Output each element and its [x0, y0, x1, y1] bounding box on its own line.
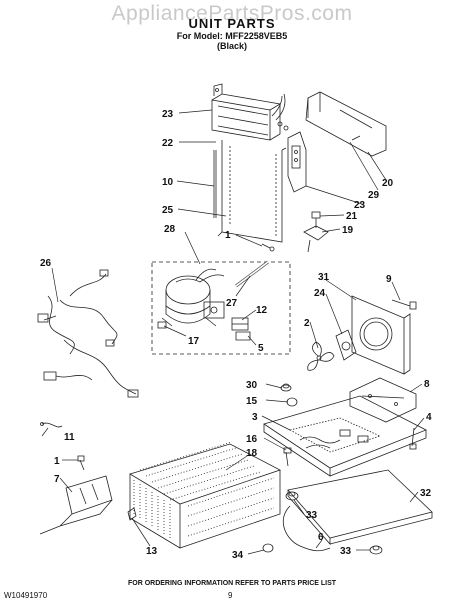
- watermark: AppliancePartsPros.com: [111, 2, 353, 25]
- model-label: For Model: MFF2258VEB5: [176, 31, 288, 41]
- callout-labels: 23 22 10 25 28 1 26 27 12 17 5 31 24 2 9…: [40, 109, 432, 561]
- callout-23-b: 23: [354, 200, 366, 211]
- wire-11: [40, 422, 63, 428]
- diagram-title: UNIT PARTS: [188, 16, 276, 31]
- callout-5: 5: [258, 343, 264, 354]
- callout-25: 25: [162, 205, 174, 216]
- callout-17: 17: [188, 336, 200, 347]
- bracket-8: [349, 377, 417, 423]
- callout-7: 7: [54, 474, 60, 485]
- callout-22: 22: [162, 138, 174, 149]
- condenser-coil: [129, 441, 282, 549]
- callout-13: 13: [146, 546, 158, 557]
- clip-13: [127, 507, 137, 521]
- overload-5: [235, 331, 251, 341]
- grommet-15: [286, 397, 298, 407]
- callout-23-a: 23: [162, 109, 174, 120]
- compressor-assembly-box: [151, 261, 291, 355]
- callout-27: 27: [226, 298, 238, 309]
- evaporator-coil: [211, 83, 307, 193]
- callout-26: 26: [40, 258, 52, 269]
- callout-3: 3: [252, 412, 258, 423]
- drain-pan: [287, 469, 433, 546]
- document-number: W10491970: [4, 591, 48, 600]
- screw-9: [391, 299, 417, 310]
- callout-24: 24: [314, 288, 326, 299]
- callout-32: 32: [420, 488, 432, 499]
- condenser-bracket: [39, 475, 113, 535]
- relay-12: [231, 317, 249, 331]
- screw-4: [409, 427, 417, 450]
- wire-harness: [37, 269, 139, 398]
- leader-lines: [41, 109, 425, 555]
- callout-21: 21: [346, 211, 358, 222]
- fan-shroud: [351, 295, 411, 375]
- grommet-30: [280, 383, 292, 392]
- callout-15: 15: [246, 396, 258, 407]
- callout-16: 16: [246, 434, 258, 445]
- screw-1-upper: [261, 243, 275, 252]
- color-label: (Black): [216, 41, 247, 51]
- callout-19: 19: [342, 225, 354, 236]
- evaporator-frame: [213, 140, 287, 243]
- machine-base: [263, 395, 427, 477]
- callout-9: 9: [386, 274, 392, 285]
- callout-28: 28: [164, 224, 176, 235]
- compressor: [157, 260, 269, 329]
- callout-30: 30: [246, 380, 258, 391]
- air-duct: [305, 91, 387, 157]
- callout-12: 12: [256, 305, 268, 316]
- callout-4: 4: [426, 412, 432, 423]
- fan-blade: [307, 341, 335, 371]
- callout-33-b: 33: [340, 546, 352, 557]
- callout-1-a: 1: [225, 230, 231, 241]
- callout-8: 8: [424, 379, 430, 390]
- page-number: 9: [228, 591, 233, 600]
- callout-1-b: 1: [54, 456, 60, 467]
- plug-34: [262, 543, 274, 553]
- callout-29: 29: [368, 190, 380, 201]
- callout-6: 6: [318, 532, 324, 543]
- callout-11: 11: [64, 432, 75, 443]
- callout-2: 2: [304, 318, 310, 329]
- ordering-note: FOR ORDERING INFORMATION REFER TO PARTS …: [127, 580, 337, 587]
- callout-34: 34: [232, 550, 244, 561]
- fan-motor: [335, 329, 357, 361]
- callout-31: 31: [318, 272, 330, 283]
- callout-10: 10: [162, 177, 174, 188]
- screw-16: [283, 447, 292, 467]
- grommet-33-lower: [369, 545, 383, 555]
- clip-19: [303, 225, 329, 253]
- drain-tube-6: [282, 505, 331, 552]
- callout-18: 18: [246, 448, 258, 459]
- callout-20: 20: [382, 178, 394, 189]
- grommet-33-upper: [285, 491, 299, 501]
- callout-33-a: 33: [306, 510, 318, 521]
- screw-1-lower: [77, 455, 85, 471]
